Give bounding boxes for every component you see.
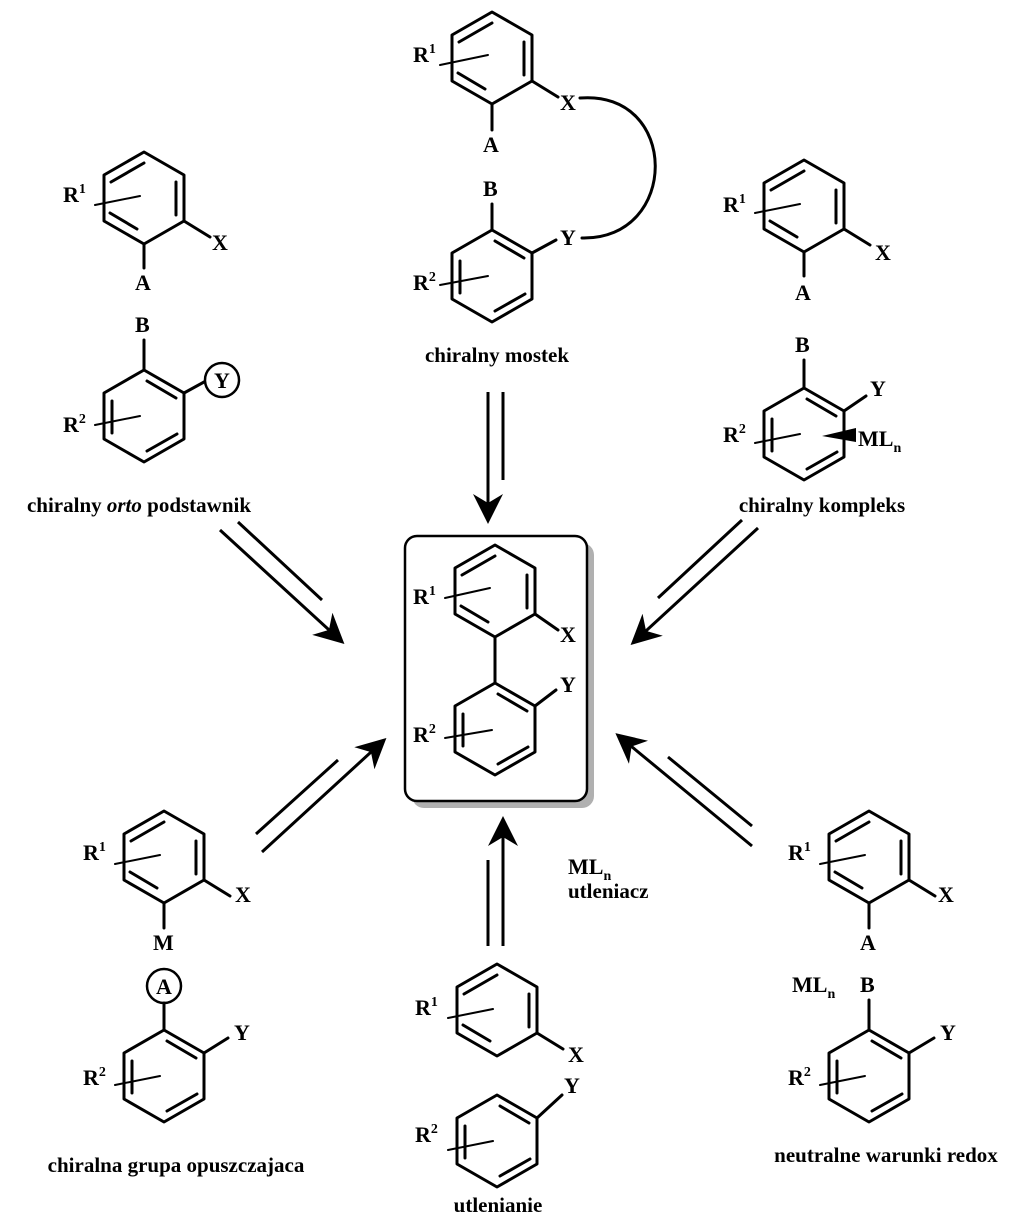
oxidation-r2-label: R2	[415, 1122, 438, 1147]
central-product: R1 X Y R2	[403, 534, 594, 808]
ortho-b-label: B	[135, 312, 150, 337]
ortho-y-label: Y	[214, 368, 230, 393]
bridge-y-label: Y	[560, 225, 576, 250]
leaving-a-label: A	[156, 974, 172, 999]
redox-y-label: Y	[940, 1020, 956, 1045]
bridge-x-label: X	[560, 90, 576, 115]
product-x-label: X	[560, 622, 576, 647]
oxidation-precursor: R1 X Y R2 utlenianie	[415, 962, 584, 1217]
arrow-top	[473, 392, 505, 524]
bridge-arc	[578, 96, 657, 240]
ortho-x-label: X	[212, 230, 228, 255]
bridge-a-label: A	[483, 132, 499, 157]
leaving-y-label: Y	[234, 1020, 250, 1045]
oxidation-r1-label: R1	[415, 995, 438, 1020]
complex-a-label: A	[795, 280, 811, 305]
complex-b-label: B	[795, 332, 810, 357]
biaryl-lower-ring	[444, 681, 558, 777]
arrow-top-left	[218, 520, 345, 645]
ortho-a-label: A	[135, 270, 151, 295]
arrow-top-right	[630, 518, 760, 646]
chiral-leaving-group-precursor: R1 X M A Y R2 chiralna grupa opuszczajac…	[48, 809, 305, 1177]
oxidation-y-label: Y	[564, 1073, 580, 1098]
product-r1-label: R1	[413, 584, 436, 609]
ortho-r2-label: R2	[63, 412, 86, 437]
caption-chiral-bridge: chiralny mostek	[425, 343, 569, 367]
complex-wedge-bond	[822, 428, 856, 442]
biaryl-upper-ring	[444, 543, 560, 639]
complex-x-label: X	[875, 240, 891, 265]
caption-neutral-redox: neutralne warunki redox	[774, 1143, 998, 1167]
chiral-ortho-precursor: R1 X A B Y R2 chiralny orto podstawnik	[27, 150, 251, 517]
oxidation-reagents: MLn utleniacz	[568, 854, 648, 903]
chiral-complex-precursor: R1 X A B Y MLn R2 chiralny kompleks	[723, 158, 905, 517]
ortho-y-circle	[203, 361, 241, 399]
leaving-x-label: X	[235, 882, 251, 907]
leaving-m-label: M	[153, 930, 174, 955]
complex-r1-label: R1	[723, 192, 746, 217]
complex-mln-label: MLn	[858, 426, 901, 456]
leaving-r1-label: R1	[83, 840, 106, 865]
bridge-r2-label: R2	[413, 270, 436, 295]
chiral-bridge-precursor: R1 X A B Y R2 chiralny mostek	[413, 10, 657, 367]
product-r2-label: R2	[413, 722, 436, 747]
arrow-bottom	[486, 816, 518, 946]
redox-mln-label: MLn	[792, 972, 835, 1002]
redox-r2-label: R2	[788, 1065, 811, 1090]
bridge-b-label: B	[483, 176, 498, 201]
caption-chiral-complex: chiralny kompleks	[739, 493, 905, 517]
bridge-r1-label: R1	[413, 42, 436, 67]
arrow-bottom-right	[615, 733, 753, 848]
caption-chiral-leaving-group: chiralna grupa opuszczajaca	[48, 1153, 305, 1177]
complex-r2-label: R2	[723, 422, 746, 447]
caption-chiral-ortho: chiralny orto podstawnik	[27, 493, 251, 517]
arrow-bottom-left	[254, 737, 387, 854]
caption-oxidation: utlenianie	[454, 1193, 543, 1217]
reagent-mln-label: MLn	[568, 854, 611, 884]
neutral-redox-precursor: R1 X A MLn B Y R2 neutralne warunki redo…	[774, 809, 998, 1167]
reagent-oxidant-label: utleniacz	[568, 879, 648, 903]
oxidation-x-label: X	[568, 1042, 584, 1067]
redox-a-label: A	[860, 930, 876, 955]
redox-b-label: B	[860, 972, 875, 997]
redox-x-label: X	[938, 882, 954, 907]
ortho-r1-label: R1	[63, 182, 86, 207]
complex-y-label: Y	[870, 376, 886, 401]
product-y-label: Y	[560, 672, 576, 697]
redox-r1-label: R1	[788, 840, 811, 865]
leaving-r2-label: R2	[83, 1065, 106, 1090]
